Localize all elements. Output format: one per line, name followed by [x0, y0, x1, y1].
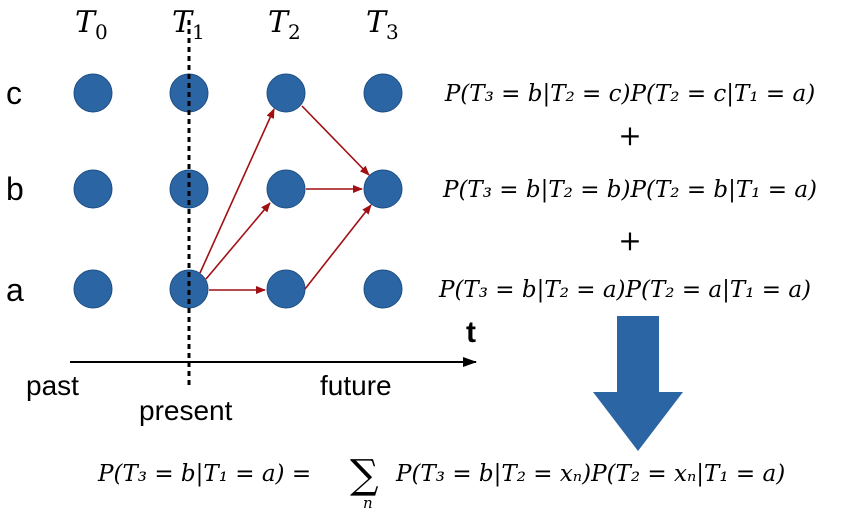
node-t0-c — [73, 73, 113, 113]
arrow-t2c-to-t3b — [301, 105, 370, 176]
equation-term-c: P(T₃ = b|T₂ = c)P(T₂ = c|T₁ = a) — [444, 81, 815, 107]
equation-term-b: P(T₃ = b|T₂ = b)P(T₂ = b|T₁ = a) — [442, 177, 817, 203]
transition-arrows — [199, 105, 372, 294]
node-t3-a — [363, 269, 403, 309]
final-equation-lhs: P(T₃ = b|T₁ = a) = — [97, 461, 311, 487]
node-t0-a — [73, 269, 113, 309]
label-present: present — [139, 395, 233, 426]
label-future: future — [320, 370, 392, 401]
time-axis-label: t — [466, 316, 476, 349]
time-label-t2: T2 — [268, 5, 301, 44]
time-label-t0: T0 — [75, 5, 108, 44]
equation-plus-1: + — [618, 119, 641, 152]
node-t2-b — [266, 169, 306, 209]
arrow-t2a-to-t3b — [304, 204, 372, 290]
equation-plus-2: + — [618, 224, 641, 257]
arrow-t1a-to-t2c — [199, 108, 275, 274]
final-equation-sum-symbol: ∑ — [350, 452, 379, 498]
equation-term-a: P(T₃ = b|T₂ = a)P(T₂ = a|T₁ = a) — [438, 277, 811, 303]
node-t0-b — [73, 169, 113, 209]
arrow-t1a-to-t2b — [205, 202, 271, 280]
node-t2-a — [266, 269, 306, 309]
nodes — [73, 73, 403, 309]
final-equation-rhs: P(T₃ = b|T₂ = xₙ)P(T₂ = xₙ|T₁ = a) — [395, 461, 785, 487]
node-t2-c — [266, 73, 306, 113]
node-t1-b — [169, 169, 209, 209]
node-t3-c — [363, 73, 403, 113]
label-past: past — [26, 370, 79, 401]
state-label-b: b — [6, 171, 24, 207]
time-label-t3: T3 — [366, 5, 399, 44]
final-equation-sum-index: n — [363, 494, 373, 512]
big-down-arrow — [593, 316, 683, 451]
state-label-c: c — [6, 75, 22, 111]
state-label-a: a — [6, 272, 24, 308]
node-t3-b — [363, 169, 403, 209]
